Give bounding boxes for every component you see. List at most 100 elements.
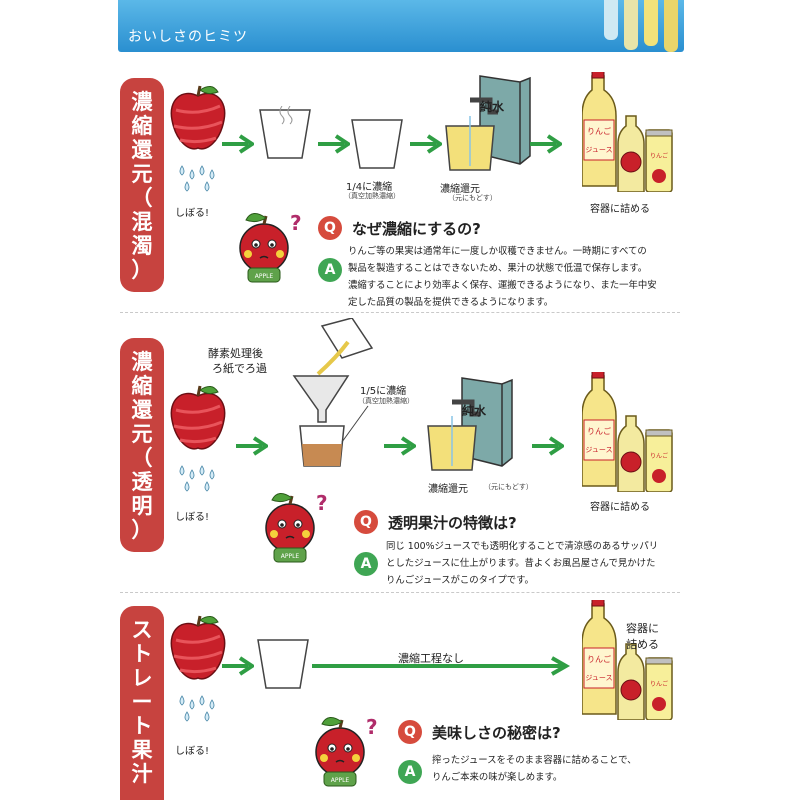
apple-mascot-icon [238, 209, 304, 284]
juice-cup-icon [259, 106, 311, 159]
process-arrow [532, 436, 564, 456]
concentrate-cup-icon [351, 119, 403, 169]
section-label-char: 濃 [131, 90, 153, 114]
section-label-char: 果 [131, 738, 153, 762]
fill-caption: 詰める [626, 638, 659, 651]
section-label-char: ） [131, 258, 153, 282]
header-banner: おいしさのヒミツ [118, 0, 684, 52]
section-label-char: 透 [131, 470, 153, 494]
pure-water-label: 純水 [462, 404, 487, 418]
step3-sub-caption: （元にもどす） [448, 194, 497, 202]
section-label-char: 汁 [131, 762, 153, 786]
step2-caption: 1/4に濃縮 [346, 182, 393, 193]
pure-water-tank-icon [427, 370, 518, 471]
filtering-funnel-illustration [292, 318, 374, 467]
step2-sub-caption: （真空加熱濃縮） [344, 192, 400, 200]
squeezed-apple-illustration [169, 84, 227, 192]
process-arrow [222, 656, 254, 676]
section-label-char: 還 [131, 398, 153, 422]
section-label-char: 還 [131, 138, 153, 162]
section-label-char: 明 [131, 494, 153, 518]
apple-mascot-icon [264, 489, 330, 564]
pure-water-label: 純水 [480, 100, 505, 114]
answer-line: 製品を製造することはできないため、果汁の状態で低温で保存します。 [348, 263, 648, 274]
pointer-line [341, 405, 369, 443]
step3-caption: 濃縮還元 [440, 184, 480, 195]
squeeze-caption: しぼる! [175, 512, 210, 523]
enzyme-caption: 酵素処理後 [208, 347, 263, 360]
question-badge: Q [318, 216, 342, 240]
section-label-char: 元 [131, 162, 153, 186]
answer-line: りんごジュースがこのタイプです。 [386, 575, 534, 586]
pure-water-tank-icon [445, 66, 536, 171]
juice-products-illustration [582, 600, 673, 720]
answer-line: 搾ったジュースをそのまま容器に詰めることで、 [432, 755, 637, 766]
squeeze-caption: しぼる! [175, 746, 210, 757]
answer-line: りんご等の果実は通常年に一度しか収穫できません。一時期にすべての [348, 246, 647, 257]
answer-text: りんご等の果実は通常年に一度しか収穫できません。一時期にすべての 製品を製造する… [348, 243, 688, 311]
answer-line: りんご本来の味が楽しめます。 [432, 772, 563, 783]
header-title: おいしさのヒミツ [128, 29, 248, 45]
section-label-char: 縮 [131, 114, 153, 138]
section-label-char: （ [131, 446, 153, 470]
process-arrow [384, 436, 416, 456]
question-title: 透明果汁の特徴は? [388, 514, 517, 532]
fill-caption: 容器に [626, 622, 659, 635]
section-label-char: レ [131, 666, 153, 690]
juice-products-illustration [582, 372, 673, 492]
section-label-char: 濁 [131, 234, 153, 258]
section-divider [120, 312, 680, 313]
process-arrow [222, 134, 254, 154]
answer-text: 同じ 100%ジュースでも透明化することで清涼感のあるサッパリ としたジュースに… [386, 538, 686, 589]
section-label-char: ー [131, 690, 153, 714]
bottle-deco [624, 0, 638, 50]
bottle-deco [644, 0, 658, 46]
juice-cup-icon [257, 639, 309, 689]
filter-caption: ろ紙でろ過 [212, 362, 267, 375]
answer-line: としたジュースに仕上がります。昔よくお風呂屋さんで見かけた [386, 558, 656, 569]
squeeze-caption: しぼる! [175, 208, 210, 219]
process-arrow [410, 134, 442, 154]
step3-caption: 濃縮還元 [428, 484, 468, 495]
juice-products-illustration [582, 72, 673, 192]
process-arrow [318, 134, 350, 154]
long-process-arrow [312, 656, 571, 676]
answer-line: 定した品質の製品を提供できるようになります。 [348, 297, 554, 308]
step2-sub-caption: （真空加熱濃縮） [358, 397, 414, 405]
section-label-char: 縮 [131, 374, 153, 398]
section-label-straight-juice: ストレート果汁 [120, 606, 164, 800]
process-arrow [236, 436, 268, 456]
section-label-char: 混 [131, 210, 153, 234]
answer-line: 濃縮することにより効率よく保存、運搬できるようになり、また一年中安 [348, 280, 657, 291]
bottle-deco [664, 0, 678, 52]
squeezed-apple-illustration [169, 384, 227, 492]
section-label-concentrate-clear: 濃縮還元（透明） [120, 338, 164, 552]
process-caption: 濃縮工程なし [398, 652, 464, 665]
answer-line: 同じ 100%ジュースでも透明化することで清涼感のあるサッパリ [386, 541, 659, 552]
answer-badge: A [398, 760, 422, 784]
answer-badge: A [318, 258, 342, 282]
fill-caption: 容器に詰める [590, 502, 650, 513]
answer-badge: A [354, 552, 378, 576]
apple-mascot-icon [314, 713, 380, 788]
section-label-concentrate-cloudy: 濃縮還元（混濁） [120, 78, 164, 292]
section-label-char: ス [131, 618, 153, 642]
fill-caption: 容器に詰める [590, 204, 650, 215]
question-title: なぜ濃縮にするの? [352, 220, 481, 238]
squeezed-apple-illustration [169, 614, 227, 722]
section-label-char: （ [131, 186, 153, 210]
question-title: 美味しさの秘密は? [432, 724, 561, 742]
section-label-char: ト [131, 714, 153, 738]
section-label-char: ト [131, 642, 153, 666]
section-divider [120, 592, 680, 593]
step2-caption: 1/5に濃縮 [360, 386, 407, 397]
step3-sub-caption: （元にもどす） [484, 483, 533, 491]
answer-text: 搾ったジュースをそのまま容器に詰めることで、 りんご本来の味が楽しめます。 [432, 752, 692, 786]
question-badge: Q [398, 720, 422, 744]
question-badge: Q [354, 510, 378, 534]
section-label-char: 濃 [131, 350, 153, 374]
section-label-char: 元 [131, 422, 153, 446]
bottle-deco [604, 0, 618, 40]
section-label-char: ） [131, 518, 153, 542]
process-arrow [530, 134, 562, 154]
